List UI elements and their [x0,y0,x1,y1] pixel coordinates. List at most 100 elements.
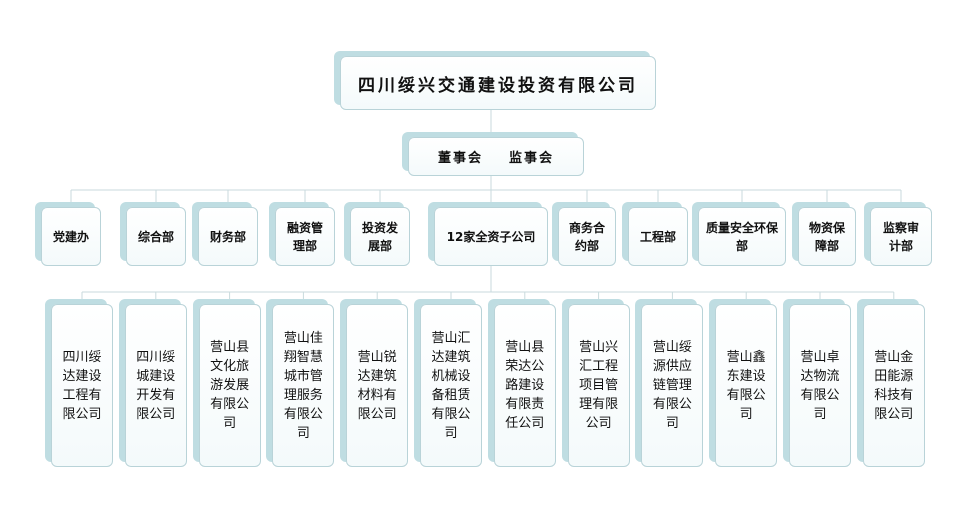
department-label-line: 财务部 [209,229,246,244]
department-label-line: 投资发 [361,220,398,235]
department-label-line: 障部 [814,238,839,253]
subsidiary-label: 营山佳翔智慧城市管理服务有限公司 [284,329,323,443]
department-label-line: 质量安全环保 [705,220,778,235]
department-label: 投资发展部 [362,219,398,255]
subsidiary-label: 营山鑫东建设有限公司 [727,348,766,424]
department-label: 财务部 [210,228,246,246]
department-box: 12家全资子公司 [434,207,548,266]
subsidiary-label-line: 文化旅 [210,359,250,374]
department-label-line: 监察审 [882,220,919,235]
department-box: 财务部 [198,207,258,266]
subsidiary-box: 营山锐达建筑材料有限公司 [346,304,409,467]
department-box: 融资管理部 [275,207,335,266]
subsidiary-label-line: 有限公 [210,397,250,412]
subsidiary-label-line: 开发有 [136,387,176,403]
subsidiary-label: 营山汇达建筑机械设备租赁有限公司 [431,329,470,443]
company-root-label: 四川绥兴交通建设投资有限公司 [358,75,638,96]
department-label: 工程部 [640,228,676,246]
subsidiary-label-line: 有限公 [726,387,766,403]
department-box: 综合部 [126,207,186,266]
subsidiary-label-line: 备租赁 [431,387,471,403]
subsidiary-label-line: 达物流 [800,368,840,384]
subsidiary-label-line: 司 [813,406,827,422]
subsidiary-box: 营山卓达物流有限公司 [789,304,851,467]
department-box: 投资发展部 [350,207,410,266]
subsidiary-box: 四川绥达建设工程有限公司 [51,304,113,467]
department-label: 商务合约部 [569,219,605,255]
subsidiary-box: 营山县荣达公路建设有限责任公司 [493,304,556,467]
subsidiary-label-line: 翔智慧 [283,349,323,365]
subsidiary-label-line: 限公司 [62,406,102,422]
department-box: 物资保障部 [798,207,856,266]
department-label: 党建办 [53,228,89,246]
subsidiary-label-line: 营山锐 [357,349,397,365]
subsidiary-label-line: 工程有 [62,387,102,403]
company-root: 四川绥兴交通建设投资有限公司 [340,56,656,110]
subsidiary-label: 营山兴汇工程项目管理有限公司 [579,338,618,433]
subsidiary-label-line: 机械设 [431,368,471,384]
subsidiary-label-line: 达建筑 [357,368,397,384]
subsidiary-label-line: 限公司 [136,406,176,422]
subsidiary-label-line: 路建设 [505,378,545,393]
department-box: 工程部 [628,207,688,266]
subsidiary-label: 营山锐达建筑材料有限公司 [358,348,397,424]
subsidiary-label: 营山金田能源科技有限公司 [874,348,913,424]
board-box: 董事会 监事会 [408,137,584,176]
subsidiary-label-line: 限公司 [874,406,914,422]
subsidiary-box: 营山绥源供应链管理有限公司 [641,304,704,467]
department-label-line: 计部 [888,238,913,253]
subsidiary-label-line: 营山县 [210,340,250,355]
subsidiary-label-line: 司 [444,425,458,441]
subsidiary-box: 营山兴汇工程项目管理有限公司 [567,304,630,467]
subsidiary-label-line: 营山兴 [579,340,619,355]
department-label-line: 党建办 [52,229,89,244]
department-label-line: 综合部 [137,229,174,244]
subsidiary-box: 营山鑫东建设有限公司 [715,304,778,467]
department-label: 物资保障部 [809,219,845,255]
department-label-line: 物资保 [808,220,845,235]
subsidiary-label-line: 营山县 [505,340,545,355]
subsidiary-label-line: 城市管 [283,368,323,384]
department-box: 质量安全环保部 [698,207,786,266]
department-label-line: 理部 [292,238,317,253]
subsidiary-label-line: 城建设 [136,368,176,384]
subsidiary-label-line: 限公司 [357,406,397,422]
subsidiary-label: 营山绥源供应链管理有限公司 [653,338,692,433]
department-label-line: 部 [735,238,748,253]
department-label: 监察审计部 [883,219,919,255]
subsidiary-label-line: 营山卓 [800,349,840,365]
subsidiary-label-line: 田能源 [874,368,914,384]
subsidiary-box: 营山汇达建筑机械设备租赁有限公司 [420,304,482,467]
department-label: 融资管理部 [287,219,323,255]
subsidiary-label-line: 营山金 [874,349,914,365]
department-box: 商务合约部 [558,207,616,266]
subsidiary-label-line: 司 [665,416,679,431]
subsidiary-label-line: 游发展 [210,378,250,393]
subsidiary-label-line: 东建设 [726,368,766,384]
subsidiary-label: 营山卓达物流有限公司 [800,348,839,424]
subsidiary-label-line: 四川绥 [136,349,176,365]
subsidiary-label-line: 营山绥 [652,340,692,355]
subsidiary-label-line: 达建筑 [431,349,471,365]
department-label-line: 工程部 [639,229,676,244]
board-of-directors: 董事会 [437,151,483,166]
subsidiary-label-line: 科技有 [874,387,914,403]
subsidiary-label-line: 链管理 [652,378,692,393]
subsidiary-label-line: 汇工程 [579,359,619,374]
subsidiary-label-line: 有限责 [505,397,545,412]
department-label-line: 12家全资子公司 [446,229,536,244]
subsidiary-label-line: 材料有 [357,387,397,403]
department-label: 综合部 [138,228,174,246]
subsidiary-label: 营山县荣达公路建设有限责任公司 [505,338,544,433]
subsidiary-label-line: 司 [739,406,753,422]
subsidiary-label-line: 有限公 [652,397,692,412]
subsidiary-label-line: 营山汇 [431,330,471,346]
subsidiary-box: 四川绥城建设开发有限公司 [124,304,187,467]
department-box: 监察审计部 [870,207,932,266]
subsidiary-label: 四川绥城建设开发有限公司 [136,348,175,424]
board-of-supervisors: 监事会 [509,151,555,166]
department-label: 12家全资子公司 [447,228,536,246]
subsidiary-label-line: 达建设 [62,368,102,384]
subsidiary-label-line: 理服务 [283,387,323,403]
subsidiary-label-line: 有限公 [283,406,323,422]
